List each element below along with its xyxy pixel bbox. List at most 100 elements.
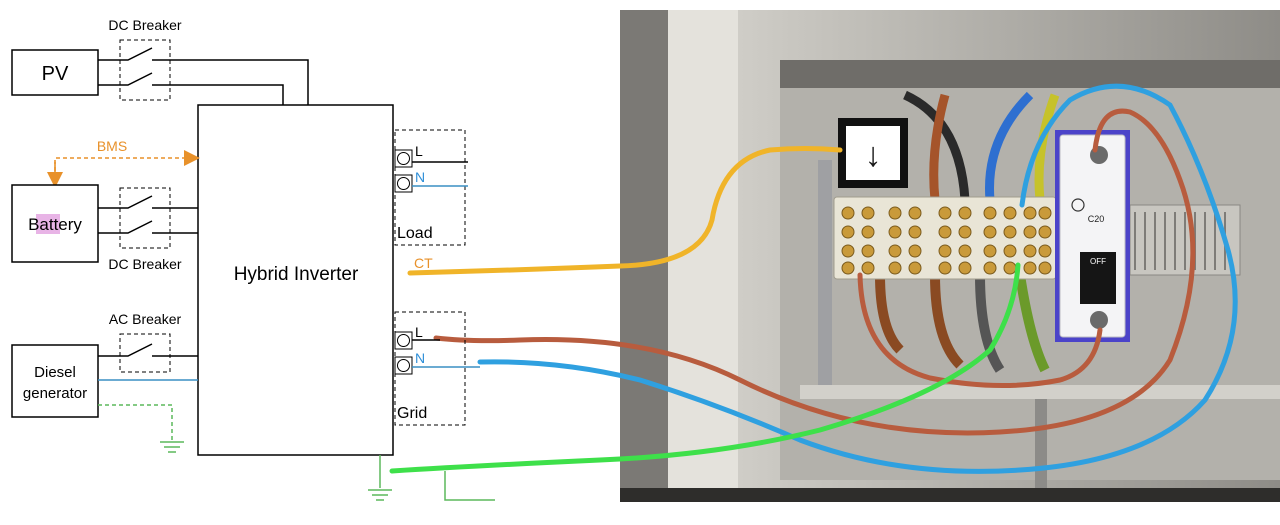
- neutral-wire: [477, 83, 1238, 474]
- terminal-block: [833, 196, 1057, 280]
- terminal-screw: [1003, 261, 1017, 275]
- terminal-screw: [841, 261, 855, 275]
- terminal-screw: [841, 225, 855, 239]
- diesel-label-line2: generator: [23, 385, 87, 402]
- terminal-screw: [983, 261, 997, 275]
- terminal-screw: [1038, 206, 1052, 220]
- load-box: [394, 129, 466, 246]
- hybrid-inverter-label: Hybrid Inverter: [234, 264, 359, 285]
- mcb-rating-label: C20: [1088, 214, 1105, 224]
- terminal-screw: [1023, 244, 1037, 258]
- dc-breaker-top-box: [119, 39, 171, 101]
- line-wire-inner: [857, 272, 1103, 388]
- terminal-screw: [908, 225, 922, 239]
- wire-brown-lower-photo: [875, 274, 904, 354]
- wire-green-lower-photo: [1015, 274, 1050, 373]
- grid-n-terminal-ring: [397, 359, 410, 372]
- grid-n-label: N: [415, 350, 425, 366]
- load-n-terminal-ring: [397, 177, 410, 190]
- inverter-ground-symbol: [368, 489, 392, 501]
- terminal-screw: [938, 261, 952, 275]
- load-l-label: L: [415, 143, 423, 159]
- terminal-screw: [1038, 244, 1052, 258]
- diesel-ground-symbol: [160, 441, 184, 453]
- schematic: PV DC Breaker Hybrid Inverter BMS Batter…: [11, 17, 495, 501]
- terminal-screw: [1003, 206, 1017, 220]
- terminal-screw: [958, 261, 972, 275]
- terminal-screw: [888, 261, 902, 275]
- terminal-screw: [861, 261, 875, 275]
- dc-breaker-bottom-box: [119, 187, 171, 249]
- diesel-label-line1: Diesel: [34, 364, 76, 381]
- diesel-generator-box: [11, 344, 99, 418]
- bms-link: [54, 150, 200, 178]
- wire-black-photo: [903, 90, 970, 201]
- bms-label: BMS: [97, 138, 127, 154]
- battery-label: Battery: [28, 215, 82, 234]
- ct-label: CT: [414, 255, 433, 271]
- load-l-terminal-ring: [397, 152, 410, 165]
- wire-brown-lower-2-photo: [930, 274, 964, 369]
- load-n-label: N: [415, 169, 425, 185]
- terminal-screws: [841, 206, 1052, 275]
- terminal-screw: [1023, 206, 1037, 220]
- terminal-screw: [1023, 261, 1037, 275]
- terminal-screw: [1038, 225, 1052, 239]
- overlay-wires: [389, 83, 1238, 474]
- diesel-earth-line: [98, 404, 173, 440]
- terminal-screw: [958, 225, 972, 239]
- terminal-screw: [1003, 244, 1017, 258]
- terminal-screw: [938, 244, 952, 258]
- wire-blue-photo: [985, 91, 1034, 201]
- earth-wire: [389, 262, 1021, 474]
- enclosure-top-shadow: [780, 60, 1280, 88]
- terminal-screw: [908, 244, 922, 258]
- terminal-screw: [983, 244, 997, 258]
- ac-breaker-label: AC Breaker: [109, 311, 182, 327]
- terminal-screw: [958, 244, 972, 258]
- wire-brown-photo: [929, 93, 950, 201]
- ct-marker-arrow: ↓: [865, 136, 882, 174]
- mcb-toggle: [1080, 252, 1116, 304]
- line-wire: [433, 108, 1196, 436]
- mcb-bottom-screw: [1090, 311, 1108, 329]
- panel-photo: ↓ OFF C20: [620, 10, 1280, 502]
- terminal-screw: [1038, 261, 1052, 275]
- mcb-state-label: OFF: [1090, 257, 1106, 266]
- mcb-brand-logo: [1071, 198, 1085, 212]
- load-label: Load: [397, 225, 433, 242]
- din-rail-bottom: [1035, 395, 1047, 495]
- terminal-screw: [908, 261, 922, 275]
- earth-bar-line: [444, 471, 495, 501]
- terminal-screw: [888, 225, 902, 239]
- din-rail-left: [818, 160, 832, 390]
- terminal-screw: [841, 206, 855, 220]
- terminal-screw: [1023, 225, 1037, 239]
- mcb-breaker: OFF C20: [1055, 130, 1130, 342]
- enclosure-door-edge: [620, 10, 668, 502]
- terminal-screw: [888, 206, 902, 220]
- terminal-screw: [938, 206, 952, 220]
- grid-l-terminal-ring: [397, 334, 410, 347]
- hybrid-inverter-box: [197, 104, 394, 456]
- wire-yellow-green-photo: [1034, 93, 1060, 201]
- ac-breaker-switch: [98, 343, 198, 357]
- terminal-screw: [938, 225, 952, 239]
- terminal-screw: [983, 206, 997, 220]
- terminal-screw: [861, 244, 875, 258]
- enclosure-floor: [620, 488, 1280, 502]
- wire-grey-lower-photo: [975, 274, 1005, 373]
- battery-highlight: [36, 214, 60, 234]
- ac-breaker-box: [119, 333, 171, 373]
- terminal-screw: [958, 206, 972, 220]
- grid-l-label: L: [415, 324, 423, 340]
- terminal-screw: [861, 225, 875, 239]
- ct-wire: [407, 146, 843, 276]
- pv-box: [11, 49, 99, 96]
- dc-breaker-bottom-switches: [98, 195, 198, 234]
- terminal-screw: [861, 206, 875, 220]
- terminal-screw: [1003, 225, 1017, 239]
- dc-breaker-bottom-label: DC Breaker: [108, 256, 181, 272]
- ct-marker: ↓: [838, 118, 908, 188]
